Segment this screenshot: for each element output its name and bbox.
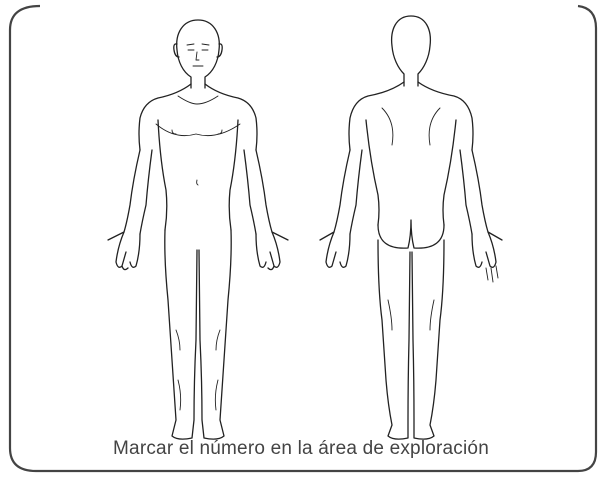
rounded-frame-border: [8, 4, 598, 473]
instruction-caption: Marcar el número en la área de exploraci…: [113, 438, 489, 459]
back-body-figure[interactable]: [319, 15, 503, 440]
front-body-figure[interactable]: [107, 19, 289, 440]
